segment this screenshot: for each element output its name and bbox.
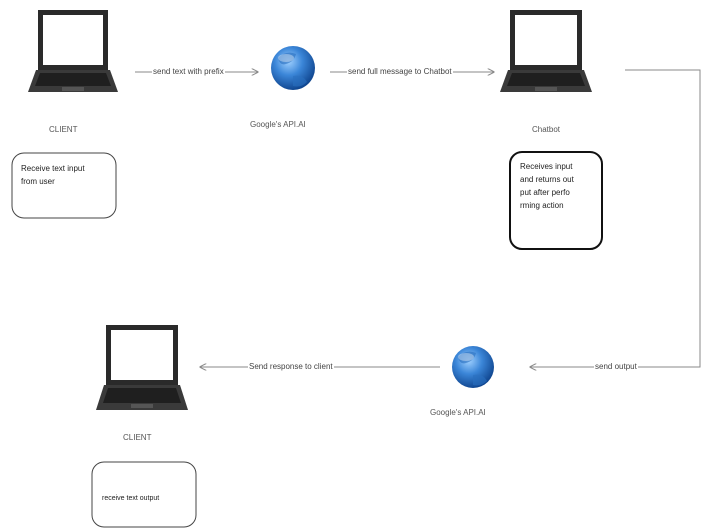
edge-label-api-to-client: Send response to client	[248, 362, 334, 371]
edge-label-chatbot-to-api: send output	[594, 362, 638, 371]
note-box-client-bottom	[91, 461, 197, 528]
globe-icon-api-bottom	[452, 346, 494, 388]
laptop-icon-client-top	[28, 10, 118, 92]
note-text-client-top: Receive text input from user	[21, 164, 85, 186]
note-text-client-bottom: receive text output	[102, 495, 160, 502]
note-box-chatbot	[509, 151, 603, 250]
edge-label-api-to-chatbot: send full message to Chatbot	[347, 67, 453, 76]
laptop-icon-chatbot	[500, 10, 592, 92]
laptop-icon-client-bottom	[96, 325, 188, 410]
caption-client-bottom: CLIENT	[123, 433, 152, 442]
caption-api-bottom: Google's API.AI	[430, 408, 486, 417]
note-text-chatbot: Receives input and returns out put after…	[520, 162, 574, 210]
globe-icon-api-top	[271, 46, 315, 90]
edge-label-client-to-api: send text with prefix	[152, 67, 225, 76]
note-box-client-top	[11, 152, 117, 219]
caption-api-top: Google's API.AI	[250, 120, 306, 129]
caption-chatbot: Chatbot	[532, 125, 561, 134]
caption-client-top: CLIENT	[49, 125, 78, 134]
